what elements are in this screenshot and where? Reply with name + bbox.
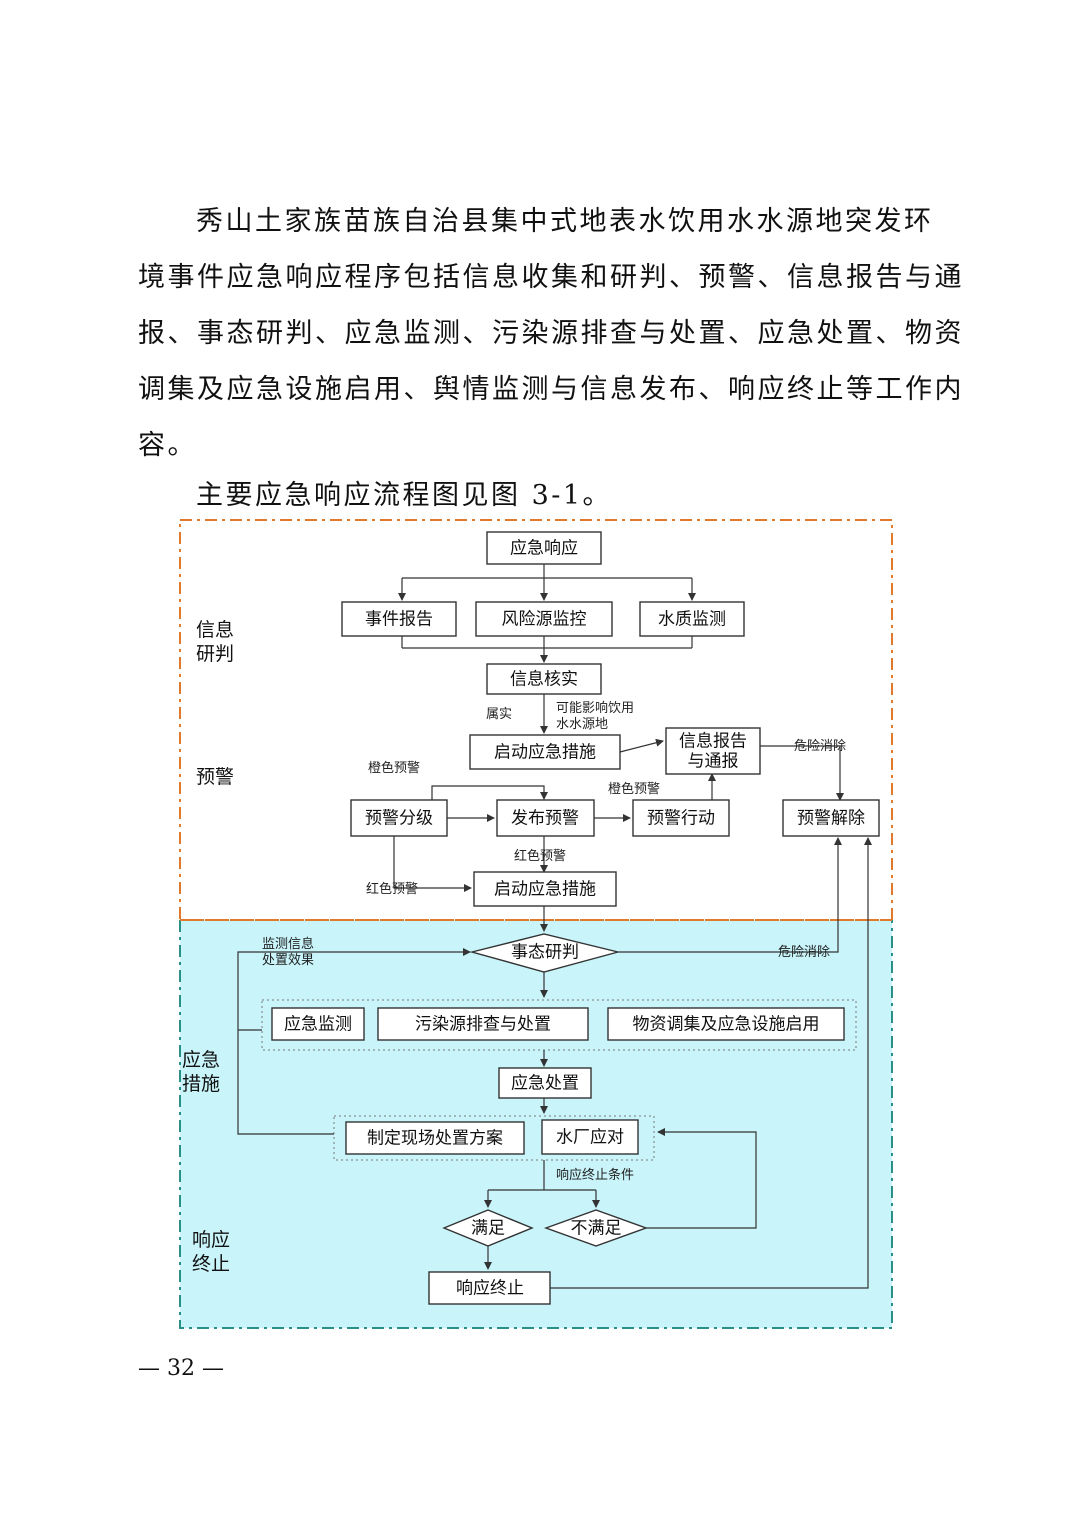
node-water-quality: 水质监测 — [639, 601, 745, 637]
disposal-group — [333, 1115, 655, 1161]
node-warning-lift: 预警解除 — [782, 799, 880, 837]
label-disposal-effect: 处置效果 — [262, 953, 314, 968]
label-end-conditions: 响应终止条件 — [556, 1167, 634, 1183]
node-not-satisfied: 不满足 — [543, 1209, 649, 1247]
section-termination-label-2: 终止 — [192, 1253, 230, 1275]
arrow — [237, 948, 471, 1135]
intro-line: 容。 — [138, 430, 197, 461]
label-red-warning-2: 红色预警 — [366, 881, 418, 897]
node-risk-monitor: 风险源监控 — [475, 601, 613, 637]
label-monitor-info: 监测信息 — [262, 936, 314, 952]
svg-text:污染源排查与处置: 污染源排查与处置 — [415, 1015, 551, 1035]
svg-text:启动应急措施: 启动应急措施 — [494, 880, 596, 900]
measures-frame — [179, 920, 893, 1329]
node-info-report: 信息报告 与通报 — [665, 727, 761, 775]
svg-text:满足: 满足 — [471, 1219, 505, 1239]
svg-text:水质监测: 水质监测 — [658, 610, 726, 630]
node-pollution-check: 污染源排查与处置 — [377, 1007, 589, 1041]
svg-text:响应终止: 响应终止 — [456, 1279, 524, 1299]
section-measures-label-2: 措施 — [182, 1073, 220, 1095]
svg-text:风险源监控: 风险源监控 — [502, 610, 587, 630]
intro-line: 调集及应急设施启用、舆情监测与信息发布、响应终止等工作内 — [138, 374, 964, 405]
label-orange-warning-1: 橙色预警 — [368, 760, 420, 776]
section-info-label-2: 研判 — [196, 643, 234, 665]
node-emergency-monitoring: 应急监测 — [271, 1007, 365, 1041]
node-warning-grade: 预警分级 — [350, 799, 448, 837]
svg-text:水厂应对: 水厂应对 — [556, 1128, 624, 1148]
label-red-warning-1: 红色预警 — [514, 848, 566, 864]
node-satisfied: 满足 — [442, 1209, 534, 1247]
svg-text:预警分级: 预警分级 — [365, 809, 433, 829]
svg-text:应急响应: 应急响应 — [510, 539, 578, 559]
node-info-verify: 信息核实 — [486, 663, 602, 695]
label-danger-cleared-1: 危险消除 — [794, 739, 846, 754]
section-info-label-1: 信息 — [196, 619, 234, 641]
svg-text:物资调集及应急设施启用: 物资调集及应急设施启用 — [633, 1015, 820, 1035]
label-confirmed: 属实 — [486, 707, 512, 722]
node-issue-warning: 发布预警 — [496, 799, 595, 837]
node-situation-judge: 事态研判 — [469, 933, 619, 973]
arrow — [550, 837, 872, 1289]
svg-text:应急处置: 应急处置 — [511, 1074, 579, 1094]
measures-background — [180, 920, 892, 1328]
svg-text:不满足: 不满足 — [571, 1219, 622, 1239]
node-warning-action: 预警行动 — [632, 799, 730, 837]
intro-line: 秀山土家族苗族自治县集中式地表水饮用水水源地突发环 — [196, 206, 934, 237]
node-response-end: 响应终止 — [428, 1271, 551, 1305]
arrow — [760, 745, 844, 801]
node-emergency-disposal: 应急处置 — [498, 1067, 592, 1099]
label-orange-warning-2: 橙色预警 — [608, 781, 660, 797]
svg-text:预警解除: 预警解除 — [797, 809, 865, 829]
figure-reference: 主要应急响应流程图见图 3-1。 — [196, 480, 613, 511]
section-termination-label-1: 响应 — [192, 1229, 230, 1251]
svg-text:制定现场处置方案: 制定现场处置方案 — [367, 1129, 503, 1149]
svg-text:信息报告: 信息报告 — [679, 732, 747, 752]
svg-text:启动应急措施: 启动应急措施 — [494, 743, 596, 763]
intro-line: 境事件应急响应程序包括信息收集和研判、预警、信息报告与通 — [138, 262, 964, 293]
svg-text:应急监测: 应急监测 — [284, 1015, 352, 1035]
arrow — [431, 785, 548, 800]
node-start-measures-2: 启动应急措施 — [473, 871, 617, 907]
svg-text:发布预警: 发布预警 — [511, 809, 579, 829]
label-danger-cleared-2: 危险消除 — [778, 945, 830, 960]
svg-text:事件报告: 事件报告 — [365, 610, 433, 630]
node-start-measures-1: 启动应急措施 — [469, 734, 621, 770]
section-measures-label-1: 应急 — [182, 1049, 220, 1071]
measures-group — [261, 999, 857, 1051]
label-may-affect-1: 可能影响饮用 — [556, 700, 634, 716]
section-warning-label: 预警 — [196, 766, 234, 788]
arrow — [393, 836, 472, 892]
node-water-plant: 水厂应对 — [541, 1119, 639, 1155]
svg-text:信息核实: 信息核实 — [510, 670, 578, 690]
node-event-report: 事件报告 — [341, 601, 457, 637]
svg-text:与通报: 与通报 — [688, 752, 739, 772]
page-number: — 32 — — [138, 1356, 224, 1381]
arrow — [619, 738, 664, 753]
node-material-dispatch: 物资调集及应急设施启用 — [607, 1007, 845, 1041]
intro-paragraph: 秀山土家族苗族自治县集中式地表水饮用水水源地突发环 境事件应急响应程序包括信息收… — [138, 194, 964, 474]
label-may-affect-2: 水水源地 — [556, 717, 608, 732]
arrow — [618, 837, 842, 953]
arrow — [646, 1128, 757, 1229]
node-emergency-response: 应急响应 — [486, 531, 602, 565]
node-site-plan: 制定现场处置方案 — [345, 1121, 525, 1155]
svg-text:事态研判: 事态研判 — [511, 943, 579, 963]
intro-line: 报、事态研判、应急监测、污染源排查与处置、应急处置、物资 — [138, 318, 964, 349]
svg-text:预警行动: 预警行动 — [647, 809, 715, 829]
